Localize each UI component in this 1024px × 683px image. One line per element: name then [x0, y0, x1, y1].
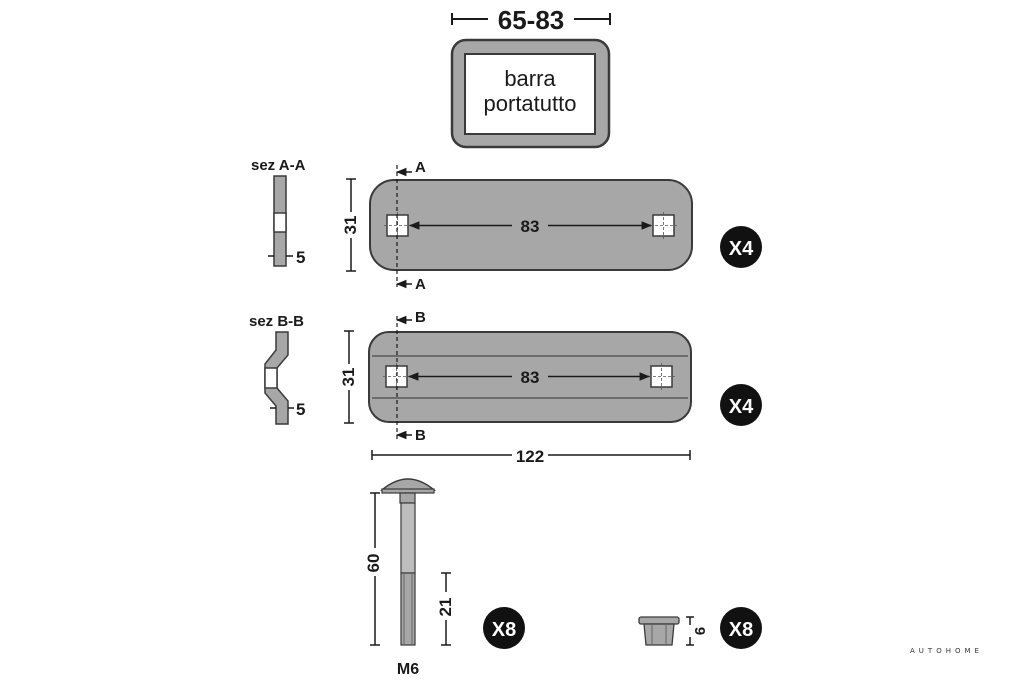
section-b-marker-top: B	[415, 309, 426, 326]
bar-label-line1: barra	[504, 66, 556, 91]
plate-b-quantity: X4	[729, 396, 754, 418]
bolt-length-dimension: 60	[364, 492, 386, 646]
nut-height: 9	[691, 627, 708, 635]
plate-length: 122	[516, 447, 544, 466]
plate-a: 31 83 A A	[340, 159, 693, 293]
section-b-thickness: 5	[296, 400, 305, 419]
brand-logo: AUTOHOME	[910, 647, 983, 655]
nut-height-dimension: 9	[684, 616, 708, 646]
bar-width-range: 65-83	[498, 5, 565, 35]
bolt-thread-length: 21	[436, 598, 455, 617]
plate-b: 31 83 B B	[338, 309, 692, 444]
bolt-length: 60	[364, 554, 383, 573]
section-b-view: sez B-B 5	[249, 313, 305, 425]
plate-a-quantity-badge: X4	[720, 226, 762, 268]
carriage-bolt	[379, 478, 437, 646]
nut-quantity-badge: X8	[720, 607, 762, 649]
plate-a-quantity: X4	[729, 238, 754, 260]
bar-dimension: 65-83	[451, 5, 611, 35]
plate-a-hole-spacing: 83	[521, 217, 540, 236]
plate-b-quantity-badge: X4	[720, 384, 762, 426]
bolt-thread-dimension: 21	[434, 572, 456, 646]
plate-length-dimension: 122	[371, 447, 691, 466]
plate-b-height: 31	[339, 368, 358, 387]
bolt-quantity-badge: X8	[483, 607, 525, 649]
section-a-marker-top: A	[415, 159, 426, 176]
section-a-view: sez A-A 5	[251, 157, 306, 267]
bolt-size: M6	[397, 661, 419, 678]
section-a-thickness: 5	[296, 248, 305, 267]
section-b-marker-bottom: B	[415, 427, 426, 444]
bolt-quantity: X8	[492, 619, 516, 641]
section-b-label: sez B-B	[249, 313, 304, 330]
section-a-label: sez A-A	[251, 157, 306, 174]
bar-label-line2: portatutto	[484, 91, 577, 116]
section-a-marker-bottom: A	[415, 276, 426, 293]
plate-a-height: 31	[341, 216, 360, 235]
bar-section: barra portatutto	[450, 38, 611, 149]
nut-quantity: X8	[729, 619, 753, 641]
plate-b-hole-spacing: 83	[521, 368, 540, 387]
nut	[638, 616, 680, 646]
